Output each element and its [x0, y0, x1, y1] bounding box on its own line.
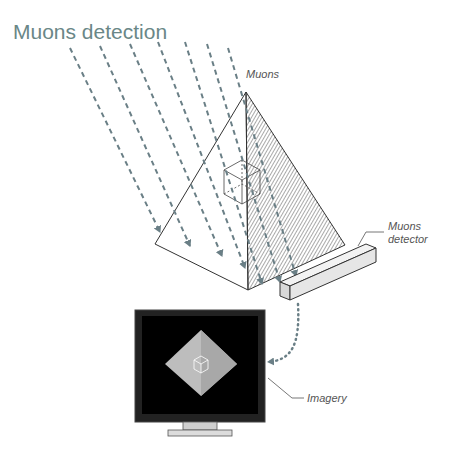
diagram-title: Muons detection — [13, 20, 167, 44]
text-label: Imagery — [307, 392, 347, 405]
monitor — [135, 310, 265, 436]
muon-detector — [280, 244, 376, 300]
leader-line — [268, 378, 304, 398]
text-label: Muons — [246, 68, 279, 81]
leader-line — [358, 232, 384, 246]
signal-arrow — [268, 304, 298, 362]
text-label: Muons detector — [388, 220, 448, 246]
muon-tracks — [70, 42, 296, 284]
